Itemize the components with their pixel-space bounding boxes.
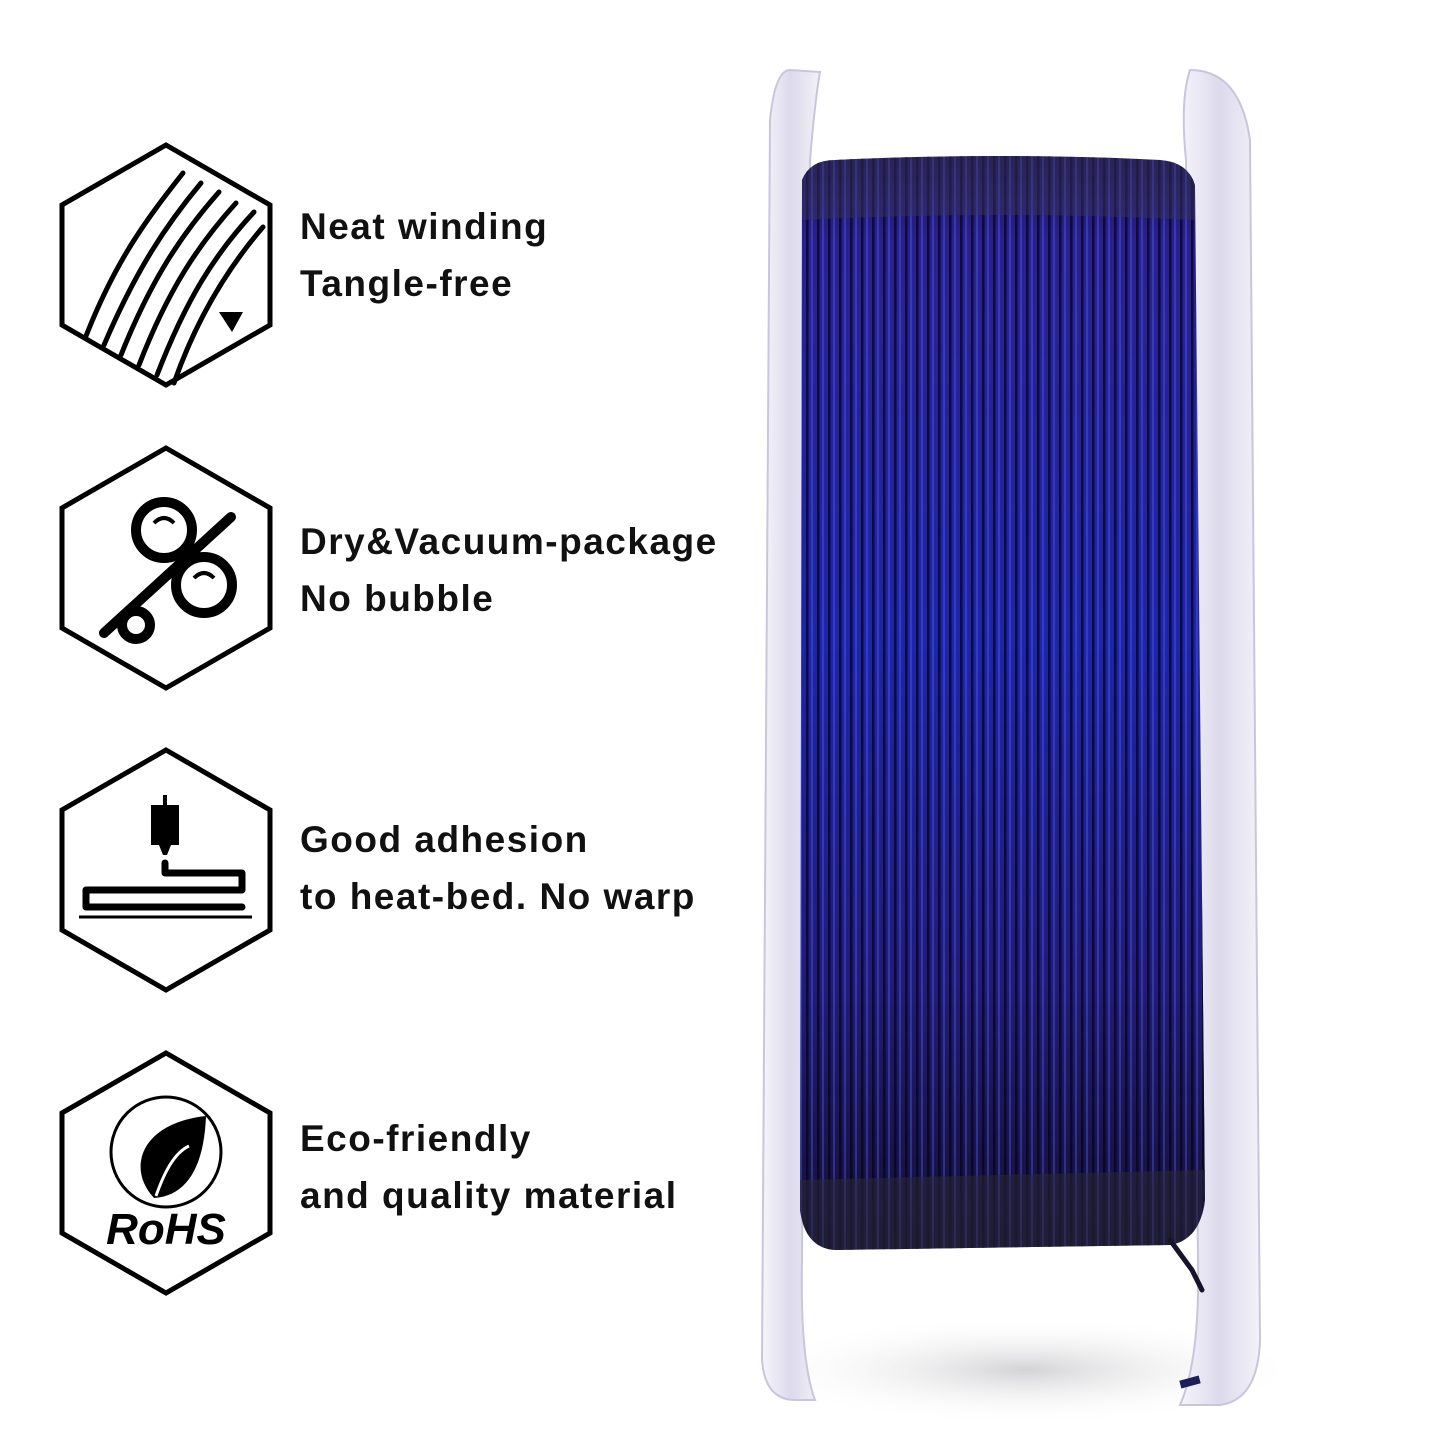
filament-spool-image [740, 60, 1300, 1440]
rohs-badge-text: RoHS [106, 1205, 226, 1254]
feature-dry-vacuum: Dry&Vacuum-package No bubble [56, 443, 756, 693]
feature-subtitle: Tangle-free [300, 263, 514, 304]
dry-vacuum-percent-icon [56, 443, 276, 693]
feature-text: Eco-friendly and quality material [300, 1110, 678, 1224]
feature-neat-winding: Neat winding Tangle-free [56, 140, 756, 390]
feature-eco-friendly: RoHS Eco-friendly and quality material [56, 1048, 756, 1298]
feature-title: Dry&Vacuum-package [300, 521, 718, 562]
feature-subtitle: and quality material [300, 1175, 678, 1216]
feature-text: Neat winding Tangle-free [300, 198, 548, 312]
feature-text: Good adhesion to heat-bed. No warp [300, 811, 696, 925]
feature-subtitle: to heat-bed. No warp [300, 876, 696, 917]
feature-adhesion: Good adhesion to heat-bed. No warp [56, 745, 756, 995]
feature-title: Neat winding [300, 206, 549, 247]
winding-lines-icon [56, 140, 276, 390]
feature-text: Dry&Vacuum-package No bubble [300, 513, 718, 627]
feature-title: Eco-friendly [300, 1118, 532, 1159]
printer-nozzle-heatbed-icon [56, 745, 276, 995]
rohs-leaf-icon: RoHS [56, 1048, 276, 1298]
feature-subtitle: No bubble [300, 578, 495, 619]
feature-title: Good adhesion [300, 819, 589, 860]
